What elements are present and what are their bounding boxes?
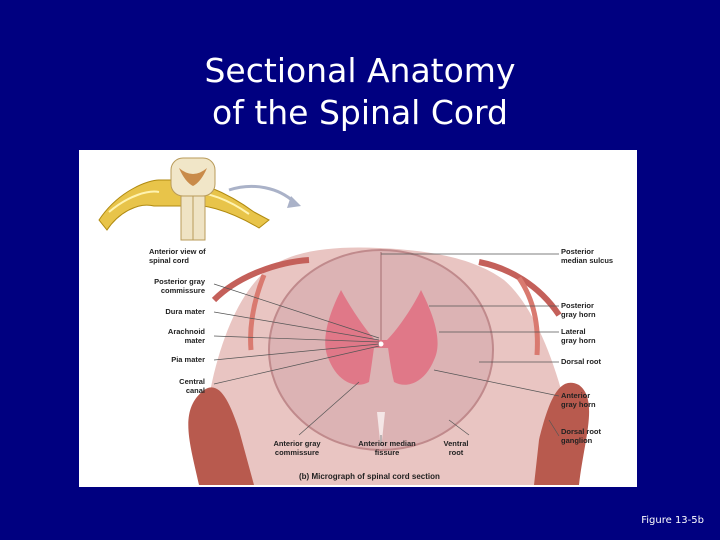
- label-anterior-view: Anterior view of spinal cord: [149, 247, 206, 265]
- label-dura-mater: Dura mater: [165, 307, 205, 316]
- spinal-cord-section: [268, 249, 494, 451]
- title-line-1: Sectional Anatomy: [204, 51, 516, 90]
- label-central-canal: Central canal: [179, 377, 205, 395]
- label-posterior-median-sulcus: Posterior median sulcus: [561, 247, 614, 265]
- label-anterior-median-fissure: Anterior median fissure: [358, 439, 416, 457]
- label-posterior-gray-commissure: Posterior gray commissure: [154, 277, 205, 295]
- figure-caption: (b) Micrograph of spinal cord section: [299, 472, 440, 481]
- label-arachnoid-mater: Arachnoid mater: [167, 327, 205, 345]
- leader-lines: [213, 253, 560, 446]
- label-ventral-root: Ventral root: [443, 439, 469, 457]
- label-pia-mater: Pia mater: [171, 355, 205, 364]
- label-dorsal-root: Dorsal root: [561, 357, 602, 366]
- label-dorsal-root-ganglion: Dorsal root ganglion: [561, 427, 602, 445]
- inset-anterior-view: [98, 157, 301, 241]
- label-posterior-gray-horn: Posterior gray horn: [561, 301, 596, 319]
- label-lateral-gray-horn: Lateral gray horn: [561, 327, 596, 345]
- title-line-2: of the Spinal Cord: [212, 93, 508, 132]
- micrograph-illustration: [98, 157, 590, 485]
- spinal-cord-figure: Anterior view of spinal cord Posterior g…: [79, 150, 637, 487]
- label-anterior-gray-horn: Anterior gray horn: [561, 391, 596, 409]
- label-anterior-gray-commissure: Anterior gray commissure: [273, 439, 321, 457]
- figure-reference: Figure 13-5b: [641, 515, 704, 526]
- slide-title: Sectional Anatomy of the Spinal Cord: [0, 50, 720, 134]
